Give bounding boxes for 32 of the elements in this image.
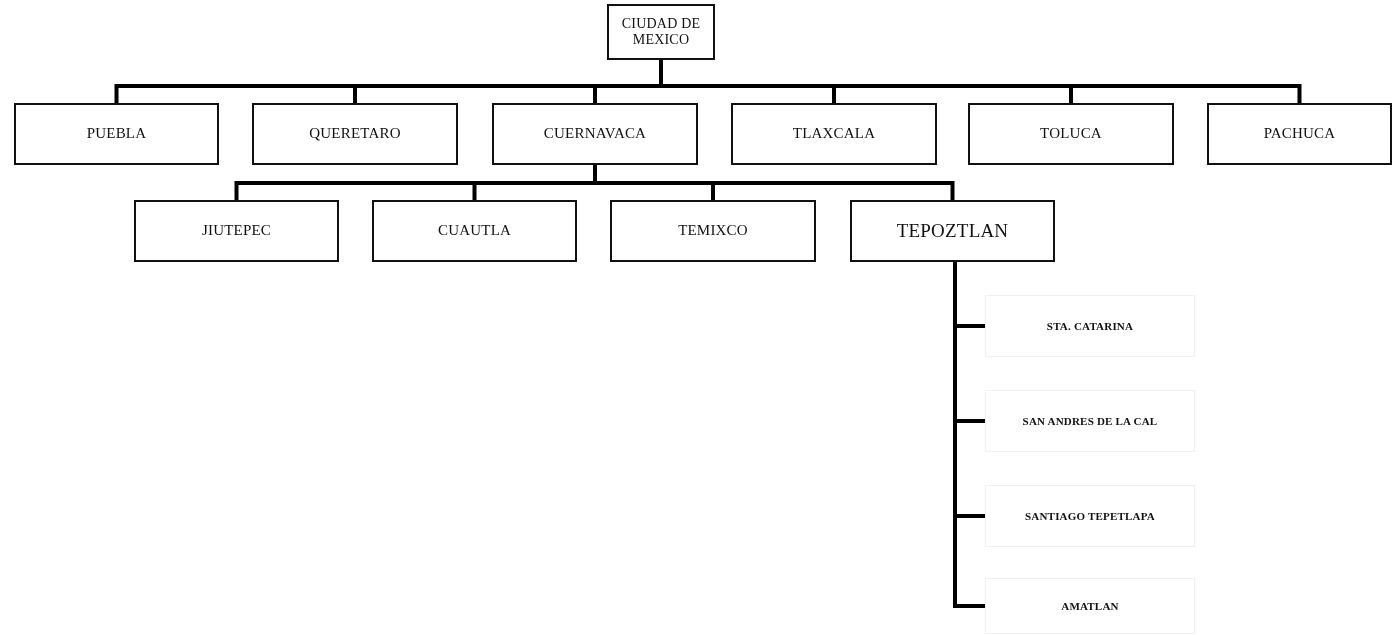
- box-label: TEPOZTLAN: [896, 220, 1009, 242]
- org-box: [968, 103, 1174, 165]
- box-label: PACHUCA: [1263, 125, 1336, 143]
- org-box: [985, 578, 1195, 634]
- org-box: [14, 103, 219, 165]
- org-box: [492, 103, 698, 165]
- box-label: TEMIXCO: [678, 222, 748, 240]
- org-box: [850, 200, 1055, 262]
- org-box: [607, 4, 715, 60]
- box-label: SAN ANDRES DE LA CAL: [1022, 414, 1158, 428]
- org-box: [372, 200, 577, 262]
- org-box: [985, 390, 1195, 452]
- org-box: [252, 103, 458, 165]
- box-label: QUERETARO: [309, 125, 401, 143]
- box-label: SANTIAGO TEPETLAPA: [1025, 509, 1155, 523]
- box-label: STA. CATARINA: [1046, 319, 1134, 333]
- org-box: [985, 295, 1195, 357]
- org-box: [134, 200, 339, 262]
- box-label: AMATLAN: [1061, 599, 1119, 613]
- box-label: TLAXCALA: [792, 125, 876, 143]
- box-label: TOLUCA: [1040, 125, 1102, 143]
- connector-line: [953, 262, 985, 608]
- box-label: PUEBLA: [86, 125, 147, 143]
- box-label: JIUTEPEC: [201, 222, 272, 240]
- box-label: CUERNAVACA: [543, 125, 647, 143]
- box-label: CUAUTLA: [437, 222, 512, 240]
- org-box: [985, 485, 1195, 547]
- org-box: [610, 200, 816, 262]
- org-box: [1207, 103, 1392, 165]
- box-label: CIUDAD DE MEXICO: [620, 15, 702, 49]
- org-box: [731, 103, 937, 165]
- connector-line: [593, 165, 955, 200]
